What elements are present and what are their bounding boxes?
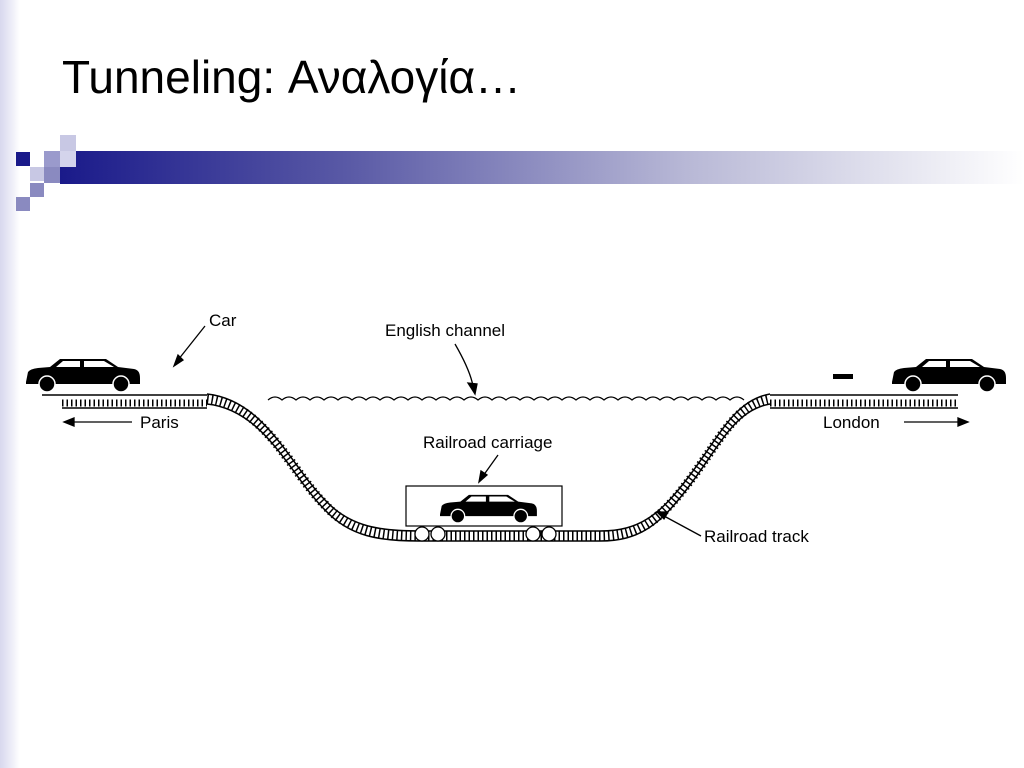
- square-mid-3: [30, 183, 44, 197]
- label-paris: Paris: [140, 413, 179, 432]
- direction-arrows: [62, 417, 970, 427]
- square-light-1: [60, 135, 76, 151]
- square-mid-1: [44, 151, 60, 167]
- dash-mark: [833, 374, 853, 379]
- railroad-carriage: [405, 485, 563, 542]
- square-light-2: [60, 151, 76, 167]
- label-railroad-track: Railroad track: [704, 527, 809, 546]
- channel-water: [267, 396, 745, 401]
- label-english-channel: English channel: [385, 321, 505, 340]
- label-car: Car: [209, 311, 237, 330]
- slide-title: Tunneling: Αναλογία…: [62, 51, 522, 103]
- pointer-arrows: [172, 325, 702, 537]
- title-accent-band: [60, 151, 1024, 184]
- square-dark-1: [16, 152, 30, 166]
- label-railroad-carriage: Railroad carriage: [423, 433, 552, 452]
- car-london: [891, 358, 1007, 393]
- square-mid-2: [44, 167, 60, 183]
- left-edge-gradient: [0, 0, 20, 768]
- square-mid-4: [16, 197, 30, 211]
- square-light-3: [30, 167, 44, 181]
- label-london: London: [823, 413, 880, 432]
- car-paris: [25, 358, 141, 393]
